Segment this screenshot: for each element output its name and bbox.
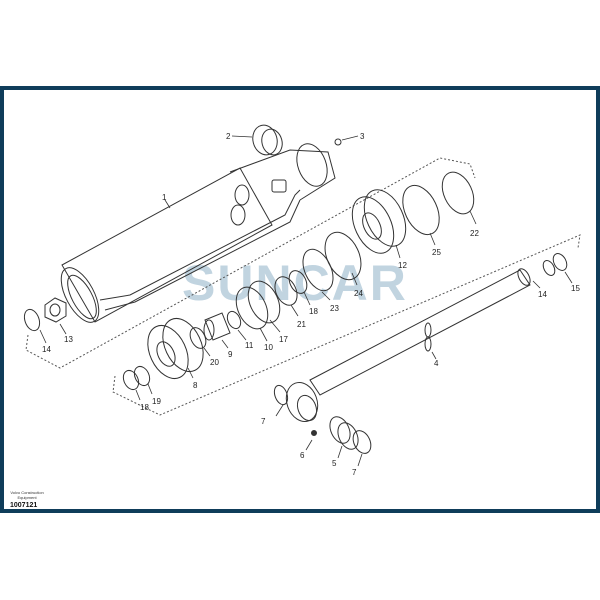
label-23-upper: 22 bbox=[470, 229, 479, 238]
label-12: 12 bbox=[398, 261, 407, 270]
label-18: 18 bbox=[309, 307, 318, 316]
label-19: 18 bbox=[140, 403, 149, 412]
label-23-lower: 23 bbox=[330, 304, 339, 313]
piston-12[interactable] bbox=[344, 183, 414, 260]
o-ring-22[interactable] bbox=[271, 273, 302, 309]
label-7-lower: 7 bbox=[352, 468, 357, 477]
kit-boundary-upper bbox=[25, 157, 581, 416]
label-20: 19 bbox=[152, 397, 161, 406]
label-7-upper: 7 bbox=[261, 417, 266, 426]
label-17: 17 bbox=[279, 335, 288, 344]
label-10: 10 bbox=[264, 343, 273, 352]
snap-ring-15[interactable] bbox=[541, 259, 557, 278]
label-15: 14 bbox=[538, 290, 547, 299]
grease-nipple-3[interactable] bbox=[334, 138, 342, 146]
label-16: 15 bbox=[571, 284, 580, 293]
buffer-ring-21[interactable] bbox=[187, 325, 209, 351]
backup-ring-17[interactable] bbox=[242, 276, 286, 328]
cylinder-tube[interactable] bbox=[54, 140, 336, 329]
label-21: 20 bbox=[210, 358, 219, 367]
nut-13[interactable] bbox=[44, 297, 67, 323]
label-25: 25 bbox=[432, 248, 441, 257]
publisher-label: Volvo Construction Equipment bbox=[10, 490, 44, 500]
label-6: 6 bbox=[300, 451, 305, 460]
wear-ring-23-lower[interactable] bbox=[297, 245, 339, 296]
cylinder-head-8[interactable] bbox=[140, 312, 211, 385]
drawing-id: 1007121 bbox=[10, 502, 38, 509]
label-4: 4 bbox=[434, 359, 439, 368]
label-9: 9 bbox=[228, 350, 233, 359]
snap-ring-11[interactable] bbox=[225, 309, 243, 330]
label-1: 1 bbox=[162, 193, 167, 202]
wear-ring-23-upper[interactable] bbox=[436, 167, 480, 219]
label-13: 13 bbox=[64, 335, 73, 344]
seal-10[interactable] bbox=[230, 282, 274, 334]
piston-seal-25[interactable] bbox=[396, 180, 447, 241]
label-8: 8 bbox=[193, 381, 198, 390]
seal-14[interactable] bbox=[22, 307, 43, 332]
o-ring-19[interactable] bbox=[120, 368, 141, 392]
label-11: 11 bbox=[245, 341, 254, 350]
o-ring-18[interactable] bbox=[286, 268, 311, 297]
grease-nipple-6[interactable] bbox=[311, 430, 317, 436]
label-2: 2 bbox=[226, 132, 231, 141]
label-5: 5 bbox=[332, 459, 337, 468]
dust-seal-7-lower[interactable] bbox=[350, 428, 375, 457]
bushing-5[interactable] bbox=[326, 414, 362, 453]
label-24: 24 bbox=[354, 289, 363, 298]
label-14: 14 bbox=[42, 345, 51, 354]
piston-rod-4[interactable] bbox=[281, 267, 533, 426]
leader-lines bbox=[39, 135, 573, 467]
label-3: 3 bbox=[360, 132, 365, 141]
label-22: 21 bbox=[297, 320, 306, 329]
dust-wiper-16[interactable] bbox=[550, 251, 569, 273]
bushing-9[interactable] bbox=[203, 312, 231, 341]
dust-seal-7-upper[interactable] bbox=[272, 384, 290, 407]
bushing-2[interactable] bbox=[250, 122, 285, 157]
part-labels: 2 3 1 4 14 15 22 25 12 24 23 18 21 17 10… bbox=[42, 132, 580, 477]
backup-ring-20[interactable] bbox=[131, 364, 152, 388]
watermark: SUNCAR bbox=[182, 255, 408, 311]
